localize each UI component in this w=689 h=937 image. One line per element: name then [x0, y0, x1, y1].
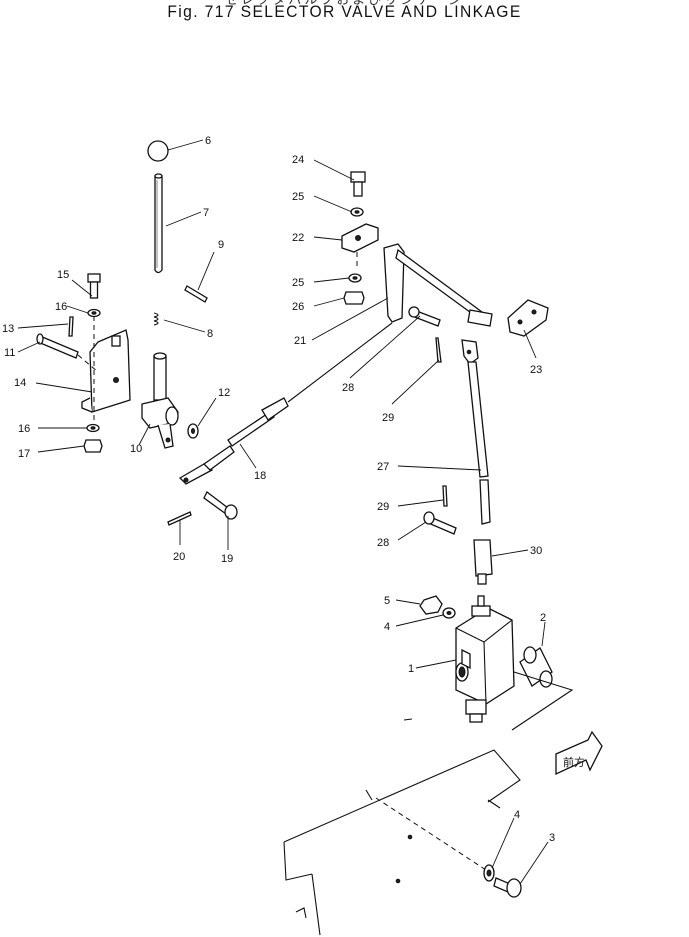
pin-28-top [408, 306, 441, 327]
callout-8: 8 [207, 328, 213, 340]
rod-27 [461, 339, 491, 525]
pin-11 [36, 333, 79, 359]
callout-labels: 6 7 9 8 12 10 15 16 13 11 14 16 17 18 20… [2, 135, 555, 844]
frame [283, 749, 521, 936]
callout-4-lower: 4 [514, 809, 520, 821]
callout-7: 7 [203, 207, 209, 219]
washer-4 [442, 607, 456, 619]
callout-29-bottom: 29 [377, 501, 389, 513]
pin-19 [203, 491, 238, 520]
callout-16-bottom: 16 [18, 423, 30, 435]
callout-28-bottom: 28 [377, 537, 389, 549]
callout-10: 10 [130, 443, 142, 455]
direction-label: 前方 [563, 755, 585, 769]
pin-9 [184, 285, 208, 303]
callout-18: 18 [254, 470, 266, 482]
callout-2: 2 [540, 612, 546, 624]
selector-valve-1 [455, 595, 515, 723]
callout-19: 19 [221, 553, 233, 565]
bracket-23 [507, 299, 549, 337]
nut-26 [343, 291, 365, 305]
callout-13: 13 [2, 323, 14, 335]
forward-arrow-icon: 前方 [555, 730, 603, 776]
callout-22: 22 [292, 232, 304, 244]
callout-21: 21 [294, 335, 306, 347]
callout-17: 17 [18, 448, 30, 460]
washer-25-top [350, 207, 364, 217]
shaft-21 [383, 243, 493, 327]
lever-shaft [153, 352, 167, 401]
callout-30: 30 [530, 545, 542, 557]
cotter-20 [167, 511, 192, 526]
callout-5: 5 [384, 595, 390, 607]
callout-28-top: 28 [342, 382, 354, 394]
washer-16-top [87, 308, 101, 318]
lever-hub-10 [141, 397, 179, 449]
bracket-14 [81, 329, 131, 413]
figure-subtitle: セレクタバルブおよびリンケージ [224, 0, 465, 8]
clevis-30 [473, 539, 493, 585]
callout-25-top: 25 [292, 191, 304, 203]
pin-13 [68, 316, 74, 337]
cotter-29-bottom [442, 485, 448, 507]
bolt-15 [87, 273, 101, 299]
washer-25-bottom [348, 273, 362, 283]
callout-4-upper: 4 [384, 621, 390, 633]
nut-5 [419, 595, 443, 615]
washer-16-bottom [86, 423, 100, 433]
cylinder-2 [519, 646, 553, 688]
bolt-24 [350, 171, 366, 197]
bracket-22 [341, 223, 379, 253]
callout-9: 9 [218, 239, 224, 251]
washer-4-lower [483, 864, 495, 882]
washer-12 [187, 423, 199, 439]
leader-lines [17, 139, 549, 885]
callout-16-top: 16 [55, 301, 67, 313]
callout-15: 15 [57, 269, 69, 281]
rod-18 [178, 397, 289, 485]
callout-26: 26 [292, 301, 304, 313]
figure-title: Fig. 717 SELECTOR VALVE AND LINKAGE [167, 2, 522, 21]
callout-3: 3 [549, 832, 555, 844]
cotter-29-top [435, 337, 442, 363]
callout-25-bottom: 25 [292, 277, 304, 289]
knob [147, 140, 169, 162]
callout-1: 1 [408, 663, 414, 675]
callout-23: 23 [530, 364, 542, 376]
callout-20: 20 [173, 551, 185, 563]
callout-14: 14 [14, 377, 26, 389]
bolt-3 [493, 877, 522, 898]
callout-24: 24 [292, 154, 304, 166]
callout-11: 11 [4, 347, 15, 359]
nut-17 [83, 439, 103, 453]
pin-28-bottom [423, 511, 457, 535]
callout-6: 6 [205, 135, 211, 147]
callout-12: 12 [218, 387, 230, 399]
lever-rod [154, 173, 163, 274]
spring-8 [153, 312, 159, 326]
callout-27: 27 [377, 461, 389, 473]
callout-29-top: 29 [382, 412, 394, 424]
